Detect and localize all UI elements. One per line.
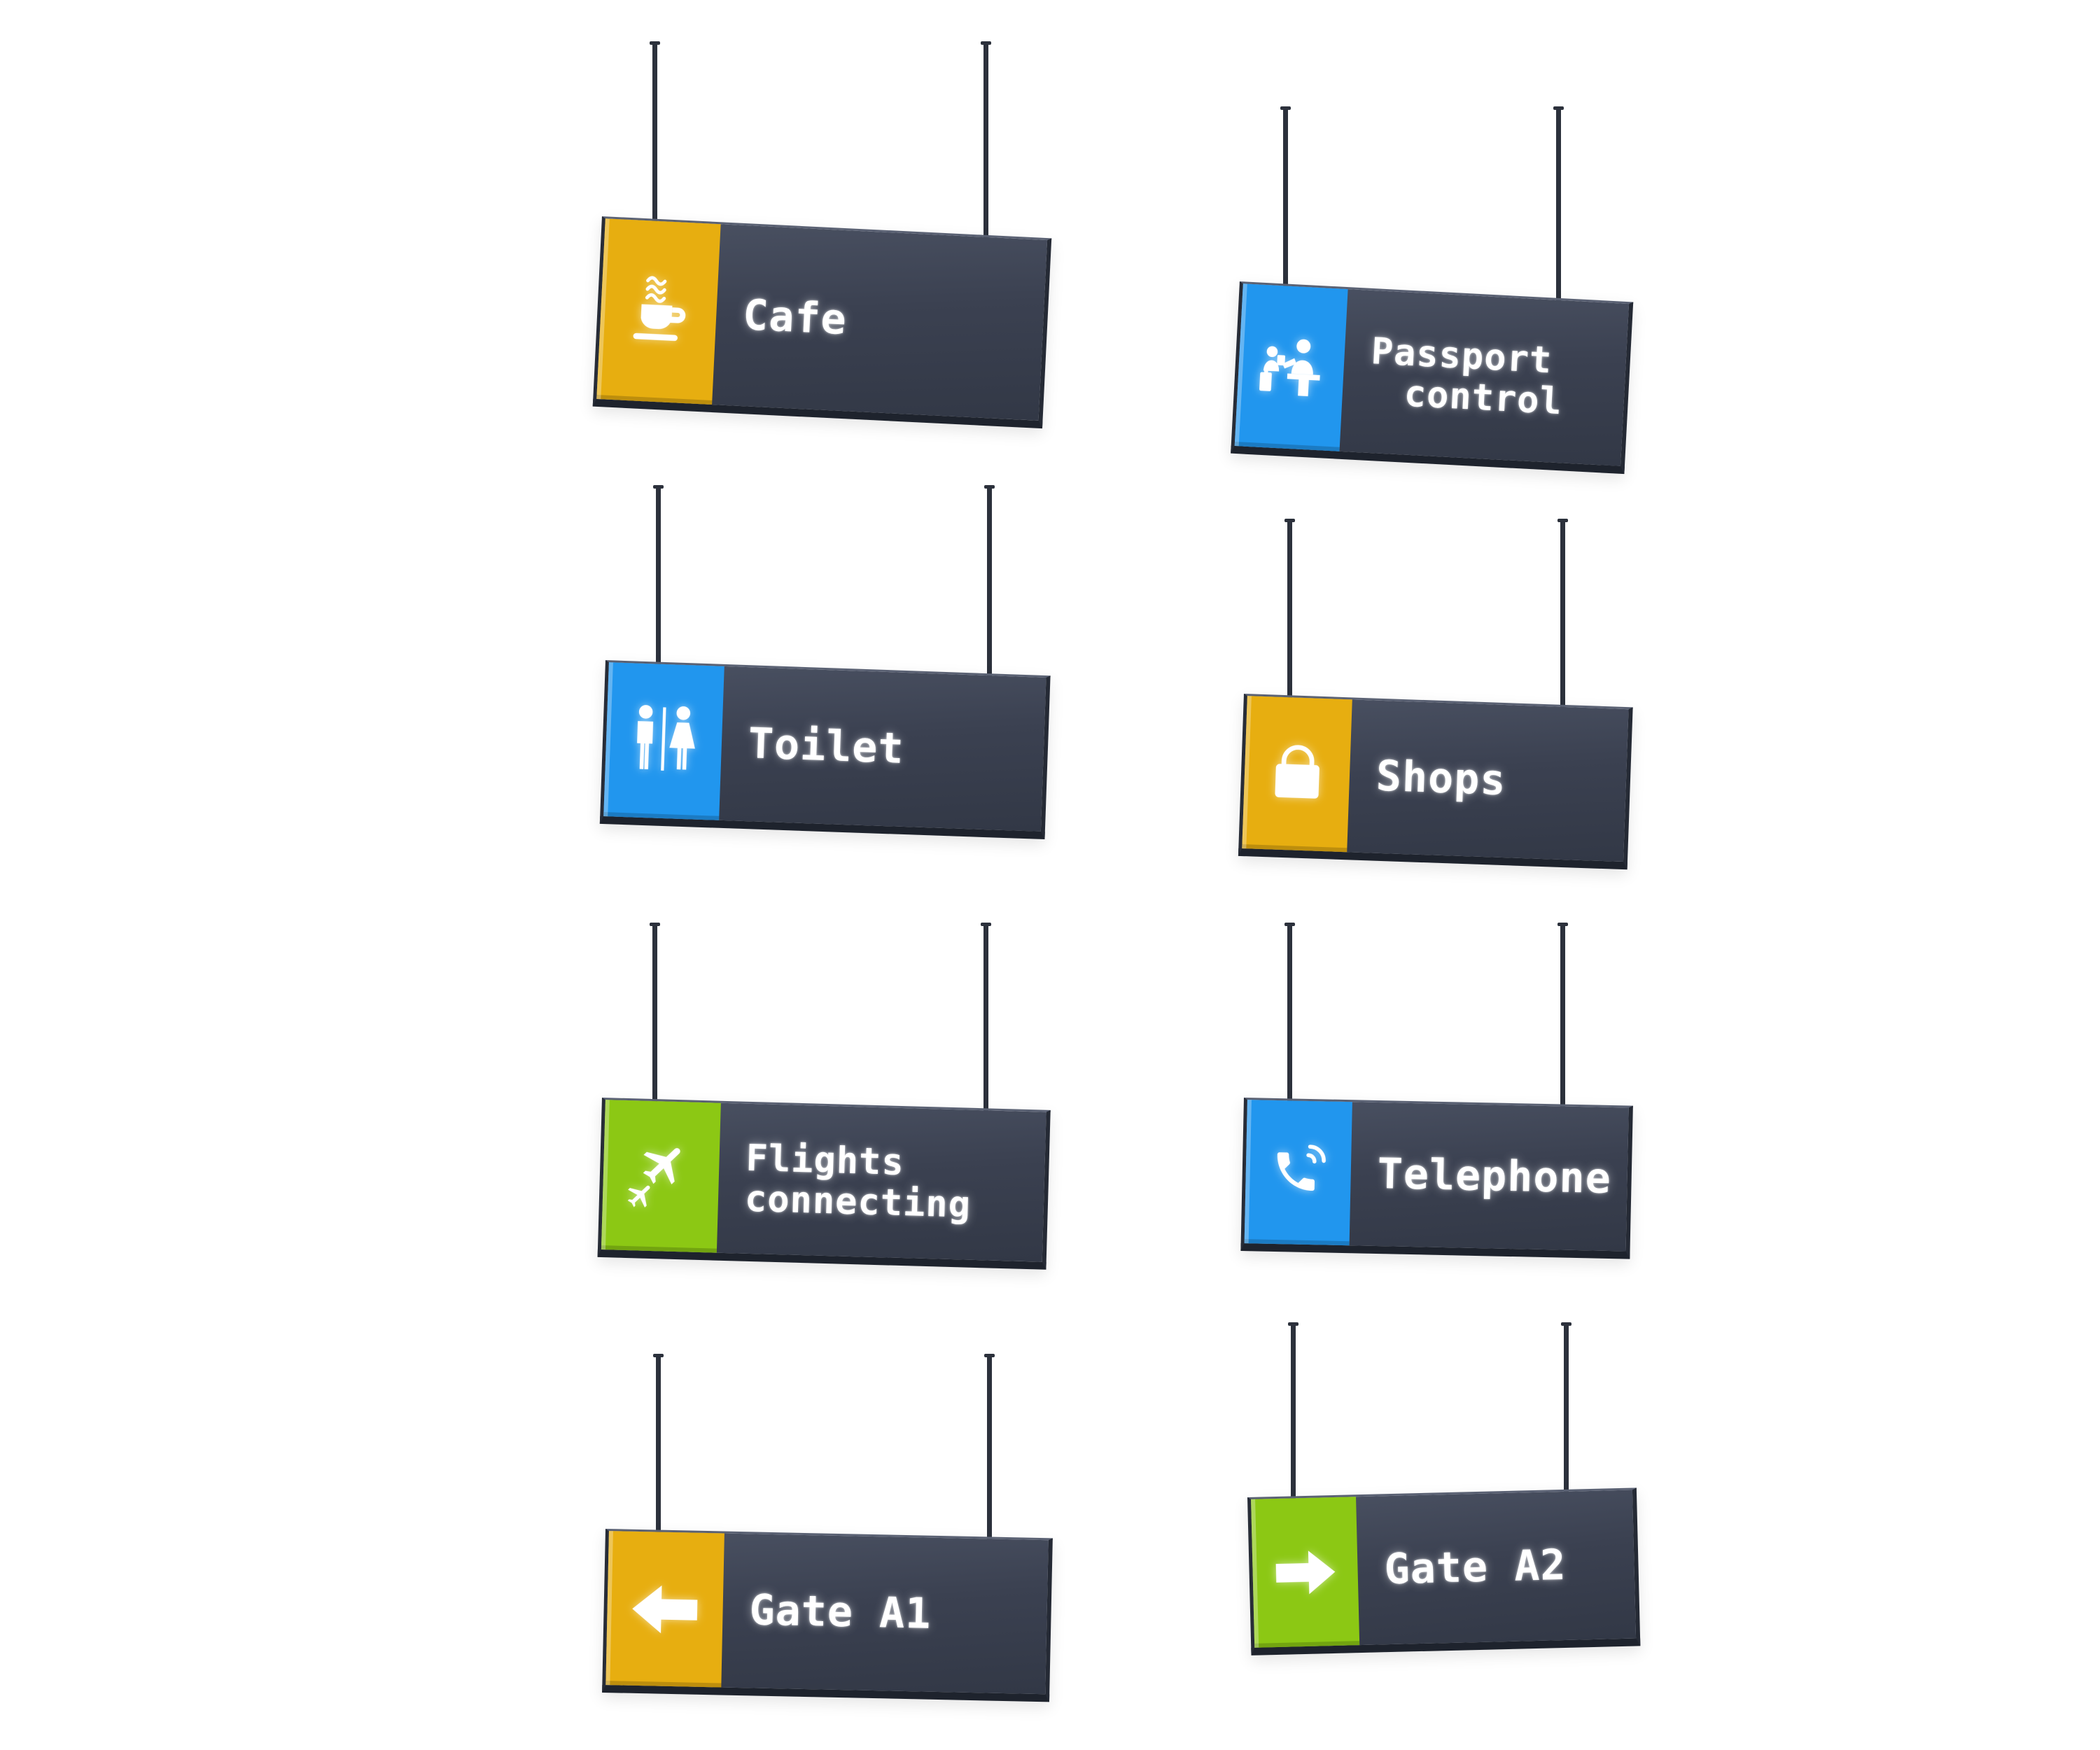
sign-telephone: Telephone [1240,923,1633,1259]
sign-label: Gate A2 [1356,1490,1636,1646]
sign-panel: Shops [1238,694,1633,870]
hanging-rod [984,485,995,690]
sign-label-line: Gate A2 [1383,1541,1567,1595]
hanging-rod [1561,1322,1572,1527]
hanging-rod [653,1354,664,1558]
sign-label: Passport control [1339,289,1629,466]
hanging-rod [1553,106,1564,311]
sign-passport-control: Passport control [1231,106,1634,475]
sign-label-line: connecting [744,1177,972,1226]
sign-toilet: Toilet [599,485,1051,840]
sign-label: Flights connecting [717,1103,1046,1262]
sign-panel: Flights connecting [597,1098,1051,1270]
sign-panel: Telephone [1240,1098,1633,1259]
hanging-rod [981,41,991,246]
hanging-rod [1280,106,1291,311]
hanging-rod [653,485,664,690]
sign-label-line: Toilet [747,719,905,774]
sign-shops: Shops [1238,519,1633,870]
arrow-right-icon [1251,1497,1360,1648]
sign-label: Toilet [719,666,1046,832]
hanging-rod [984,1354,995,1558]
sign-label: Telephone [1350,1102,1629,1251]
toilet-man-woman-icon [603,662,724,820]
arrow-left-icon [606,1531,724,1688]
sign-label: Shops [1347,699,1628,862]
sign-panel: Passport control [1231,281,1634,475]
hanging-rod [1558,519,1568,723]
hanging-rod [1284,519,1295,723]
shopping-bag-icon [1242,696,1352,853]
sign-label-line: Telephone [1377,1149,1612,1203]
hanging-rod [1284,923,1295,1127]
sign-cafe: Cafe [592,41,1052,429]
sign-label: Gate A1 [721,1534,1049,1695]
passport-desk-icon [1234,284,1348,451]
telephone-icon [1244,1100,1352,1246]
sign-label-line: Cafe [741,290,848,345]
coffee-cup-icon [596,218,721,405]
airplanes-icon [601,1100,721,1253]
hanging-rod [650,923,660,1127]
hanging-rod [1558,923,1568,1127]
hanging-rod [1288,1322,1298,1527]
sign-label: Cafe [712,224,1047,421]
sign-panel: Gate A1 [602,1529,1053,1702]
sign-gate-a2: Gate A2 [1247,1322,1641,1656]
sign-flights-connecting: Flights connecting [597,923,1051,1270]
hanging-rod [981,923,991,1127]
sign-panel: Toilet [599,660,1051,840]
sign-gate-a1: Gate A1 [602,1354,1053,1702]
sign-label-line: Gate A1 [748,1586,932,1639]
sign-panel: Cafe [592,216,1052,429]
hanging-rod [650,41,660,246]
sign-label-line: Shops [1375,752,1507,806]
sign-panel: Gate A2 [1247,1488,1641,1656]
